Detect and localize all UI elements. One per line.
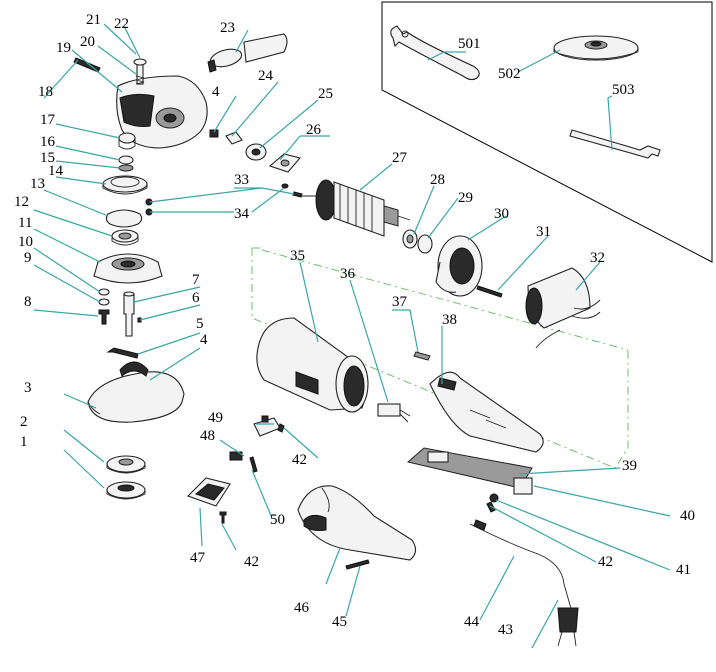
callout-7: 7 — [192, 272, 200, 288]
callout-40: 40 — [680, 508, 695, 524]
callout-10: 10 — [18, 234, 33, 250]
rear-handle — [297, 485, 417, 561]
callout-28: 28 — [430, 172, 445, 188]
callout-29: 29 — [458, 190, 473, 206]
callout-15: 15 — [40, 150, 55, 166]
callout-23: 23 — [220, 20, 235, 36]
armature-rotor — [300, 179, 411, 237]
callout-45: 45 — [332, 614, 347, 630]
handle-housing-half — [429, 371, 544, 453]
callout-41: 41 — [676, 562, 691, 578]
callout-6: 6 — [192, 290, 200, 306]
hex-key — [569, 129, 661, 159]
callout-21: 21 — [86, 12, 101, 28]
callout-2: 2 — [20, 414, 28, 430]
callout-34: 34 — [234, 206, 250, 222]
callout-24: 24 — [258, 68, 274, 84]
carbon-brush-holder — [253, 415, 285, 437]
washer — [281, 183, 289, 189]
cable-holder-plate — [406, 447, 533, 489]
callout-12: 12 — [14, 194, 29, 210]
stator-field — [525, 267, 601, 349]
callout-11: 11 — [18, 215, 32, 231]
handle-screw — [345, 559, 370, 570]
carbon-brush — [229, 451, 243, 461]
callout-26: 26 — [306, 122, 322, 138]
motor-housing — [256, 317, 369, 413]
callout-39: 39 — [622, 458, 637, 474]
needle-bearing — [118, 132, 136, 144]
callout-1: 1 — [20, 434, 28, 450]
callout-16: 16 — [40, 134, 56, 150]
capacitor — [513, 477, 533, 495]
callout-501: 501 — [458, 36, 481, 52]
callout-8: 8 — [24, 294, 32, 310]
callout-18: 18 — [38, 84, 53, 100]
switch-clip — [413, 351, 431, 361]
callout-20: 20 — [80, 34, 95, 50]
callout-9: 9 — [24, 250, 32, 266]
callout-5: 5 — [196, 316, 204, 332]
air-baffle — [435, 235, 483, 297]
callout-33: 33 — [234, 172, 249, 188]
callout-4: 4 — [200, 332, 208, 348]
callout-38: 38 — [442, 312, 457, 328]
bearing-plate — [105, 209, 143, 228]
leader-lines — [33, 23, 671, 649]
guard-clamp — [119, 361, 149, 377]
callout-27: 27 — [392, 150, 408, 166]
grinding-disc — [553, 35, 639, 61]
cover-screw — [219, 511, 227, 524]
callout-4-secondary: 4 — [212, 84, 220, 100]
side-handle — [207, 33, 288, 73]
callout-17: 17 — [40, 112, 56, 128]
bearing-sleeve — [417, 234, 433, 254]
callout-22: 22 — [114, 16, 129, 32]
callout-42-cover: 42 — [244, 554, 259, 570]
callout-49: 49 — [208, 410, 223, 426]
callout-502: 502 — [498, 66, 521, 82]
callout-31: 31 — [536, 224, 551, 240]
brush-screw — [249, 456, 258, 473]
accessory-box — [381, 1, 713, 263]
flange-screw — [98, 309, 110, 325]
callout-19: 19 — [56, 40, 71, 56]
callout-32: 32 — [590, 250, 605, 266]
callout-13: 13 — [30, 176, 45, 192]
callout-47: 47 — [190, 550, 206, 566]
guard-screw — [106, 347, 139, 359]
callout-25: 25 — [318, 86, 333, 102]
power-switch — [377, 403, 411, 423]
hex-nut — [209, 129, 219, 138]
stator-screw — [476, 285, 503, 298]
callout-37: 37 — [392, 294, 408, 310]
power-cord — [469, 519, 579, 647]
spring — [135, 75, 145, 85]
callout-50: 50 — [270, 512, 285, 528]
motor-bearing-small — [225, 131, 243, 145]
callout-43: 43 — [498, 622, 513, 638]
callout-48: 48 — [200, 428, 215, 444]
callout-14: 14 — [48, 163, 64, 179]
output-spindle — [123, 293, 135, 337]
callout-42-cord: 42 — [598, 554, 613, 570]
callout-30: 30 — [494, 206, 509, 222]
callout-labels: 1 2 3 4 4 5 6 7 8 9 10 11 12 13 14 15 16… — [14, 12, 695, 638]
spanner-wrench — [390, 25, 480, 81]
callout-46: 46 — [294, 600, 310, 616]
bevel-gear — [102, 175, 148, 193]
callout-44: 44 — [464, 614, 480, 630]
callout-36: 36 — [340, 266, 356, 282]
gear-head-assembly — [73, 57, 208, 500]
callout-35: 35 — [290, 248, 305, 264]
callout-3: 3 — [24, 380, 32, 396]
callout-503: 503 — [612, 82, 635, 98]
callout-42-brush: 42 — [292, 452, 307, 468]
wheel-guard — [87, 371, 185, 423]
